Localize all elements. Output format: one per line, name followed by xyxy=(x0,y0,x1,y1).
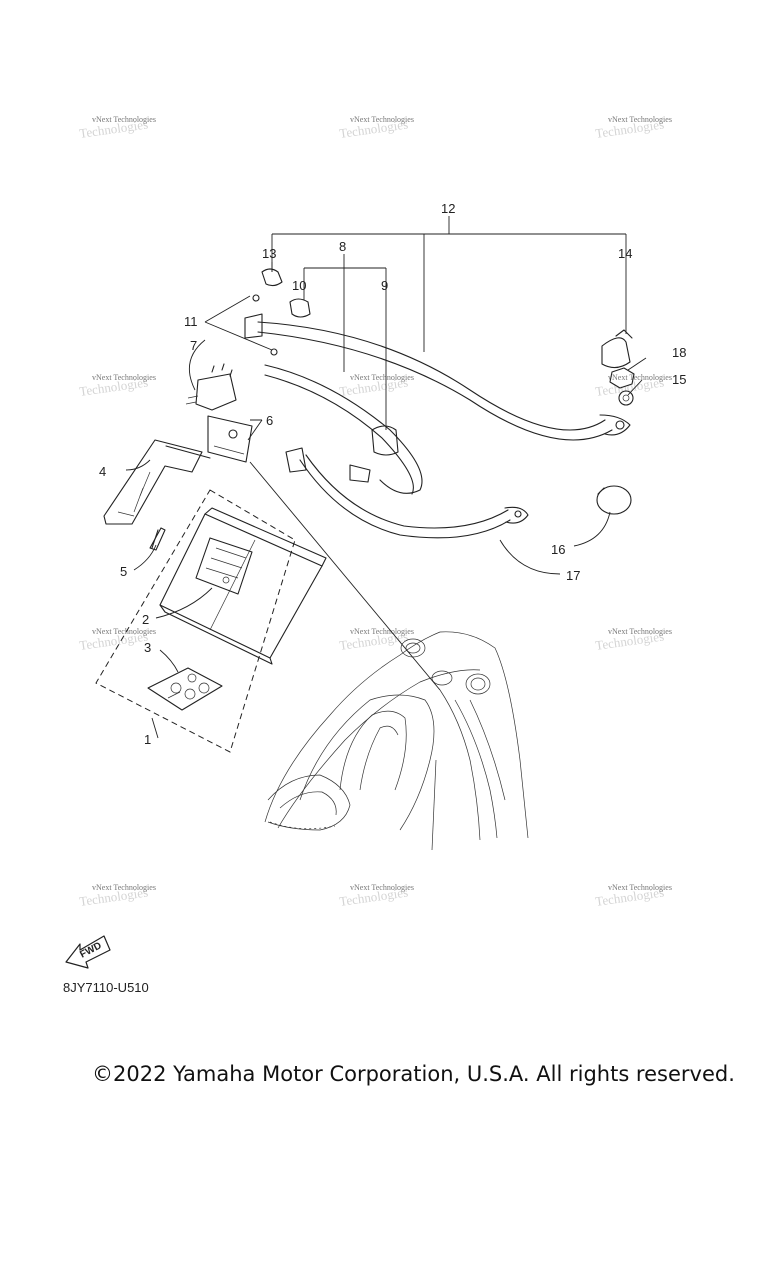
negative-cable xyxy=(244,313,631,441)
copyright-notice: ©2022 Yamaha Motor Corporation, U.S.A. A… xyxy=(92,1062,735,1086)
svg-text:vNext Technologies: vNext Technologies xyxy=(350,627,414,636)
forward-arrow-icon: FWD xyxy=(65,935,111,969)
callout-9: 9 xyxy=(381,278,388,293)
callout-16: 16 xyxy=(551,542,565,557)
callout-18: 18 xyxy=(672,345,686,360)
svg-text:vNext Technologies: vNext Technologies xyxy=(92,627,156,636)
bolt xyxy=(149,527,166,551)
callouts: 1 2 3 4 5 6 7 8 9 10 11 12 13 14 15 16 1… xyxy=(99,201,686,747)
callout-1: 1 xyxy=(144,732,151,747)
callout-15: 15 xyxy=(672,372,686,387)
callout-5: 5 xyxy=(120,564,127,579)
callout-3: 3 xyxy=(144,640,151,655)
svg-text:vNext Technologies: vNext Technologies xyxy=(608,883,672,892)
callout-10: 10 xyxy=(292,278,306,293)
callout-14: 14 xyxy=(618,246,632,261)
callout-7: 7 xyxy=(190,338,197,353)
cable-band xyxy=(596,485,632,515)
callout-4: 4 xyxy=(99,464,106,479)
diagram-code: 8JY7110-U510 xyxy=(63,980,149,995)
callout-11: 11 xyxy=(184,314,198,329)
ground-cable xyxy=(285,447,529,539)
svg-text:vNext Technologies: vNext Technologies xyxy=(608,115,672,124)
svg-text:vNext Technologies: vNext Technologies xyxy=(92,373,156,382)
callout-8: 8 xyxy=(339,239,346,254)
leader-lines xyxy=(125,216,647,739)
callout-12: 12 xyxy=(441,201,455,216)
callout-2: 2 xyxy=(142,612,149,627)
svg-text:vNext Technologies: vNext Technologies xyxy=(608,373,672,382)
hull-outline xyxy=(264,631,529,851)
battery xyxy=(159,507,327,665)
svg-text:vNext Technologies: vNext Technologies xyxy=(350,115,414,124)
svg-text:vNext Technologies: vNext Technologies xyxy=(350,373,414,382)
svg-text:vNext Technologies: vNext Technologies xyxy=(92,883,156,892)
battery-bolt-kit xyxy=(147,667,223,711)
svg-text:vNext Technologies: vNext Technologies xyxy=(350,883,414,892)
battery-assembly-outline xyxy=(95,489,296,753)
svg-text:vNext Technologies: vNext Technologies xyxy=(608,627,672,636)
callout-17: 17 xyxy=(566,568,580,583)
callout-13: 13 xyxy=(262,246,276,261)
nut-and-washer xyxy=(609,367,635,406)
positive-cable xyxy=(264,364,423,495)
svg-text:vNext Technologies: vNext Technologies xyxy=(92,115,156,124)
terminal-boot xyxy=(601,329,633,369)
terminal-caps xyxy=(252,268,311,356)
fastening-line xyxy=(249,461,441,691)
battery-bracket xyxy=(103,439,211,525)
relay xyxy=(185,363,253,463)
callout-6: 6 xyxy=(266,413,273,428)
